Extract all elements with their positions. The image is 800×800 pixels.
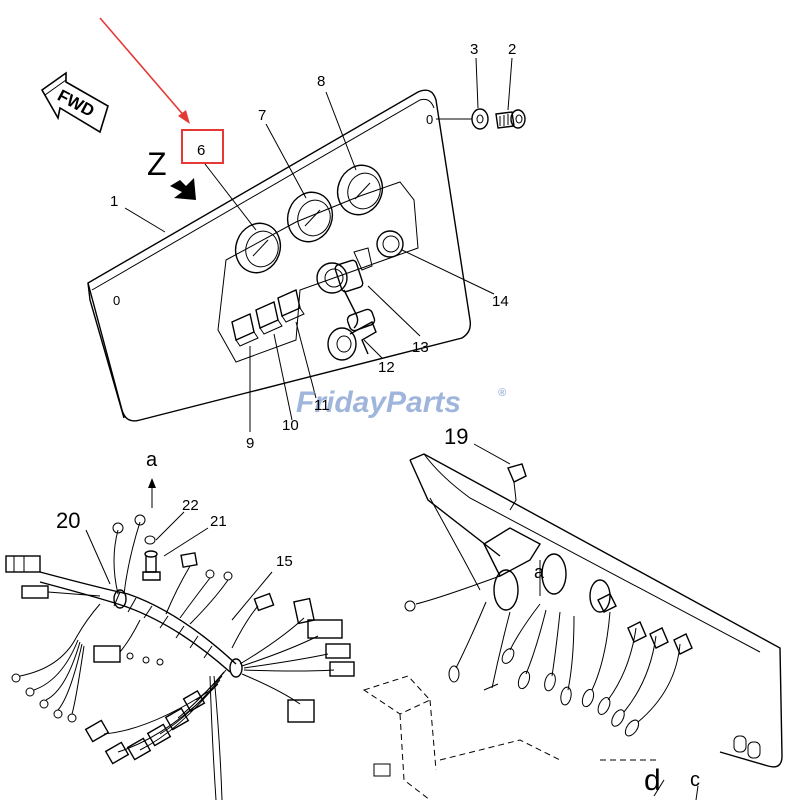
callout-22: 22 [182,497,199,514]
clip-19 [507,463,527,511]
watermark-registered: ® [498,387,507,399]
bolt-21 [142,550,161,581]
callout-c: c [690,769,700,791]
gauge-6 [234,222,282,274]
callout-labels: 1 2 3 6 7 8 9 10 11 12 13 14 15 19 20 21… [56,41,700,797]
bolt-2 [495,109,526,129]
callout-10: 10 [282,417,299,434]
leader-lines-top [124,57,513,432]
callout-11: 11 [314,397,330,414]
gauge-8 [336,164,384,216]
callout-6: 6 [197,142,205,159]
callout-13: 13 [412,339,429,356]
highlight-annotation [99,17,224,164]
switch-9 [231,313,259,347]
callout-15: 15 [276,553,293,570]
callout-a-rear: a [534,562,545,582]
view-arrow-icon [170,178,196,200]
key-switch-13 [316,247,376,332]
switch-11 [277,289,305,323]
switch-10 [255,301,283,335]
watermark-brand: FridayParts [296,386,461,419]
panel-rear-view [362,453,783,800]
washer-3 [471,108,489,130]
svg-text:0: 0 [113,293,120,308]
view-marker: Z [147,146,196,200]
indicator-light-14 [376,230,404,258]
callout-d: d [644,764,661,797]
fwd-arrow: FWD [40,71,109,134]
callout-a-top: a [146,449,158,471]
wire-harness-15 [5,514,355,800]
callout-3: 3 [470,41,478,58]
callout-8: 8 [317,73,325,90]
svg-text:0: 0 [426,112,433,127]
callout-9: 9 [246,435,254,452]
callout-12: 12 [378,359,395,376]
leader-lines-rear [473,443,699,800]
callout-14: 14 [492,293,509,310]
gauge-7 [286,191,334,243]
callout-20: 20 [56,508,80,533]
callout-7: 7 [258,107,266,124]
callout-19: 19 [444,424,468,449]
callout-1: 1 [110,193,118,210]
instrument-panel: 0 0 [87,89,526,422]
callout-21: 21 [210,513,227,530]
watermark: FridayParts ® [296,386,507,419]
highlight-box [181,129,224,164]
leader-lines-harness [85,478,273,621]
view-marker-label: Z [147,146,167,182]
key-12 [327,321,377,361]
callout-2: 2 [508,41,516,58]
